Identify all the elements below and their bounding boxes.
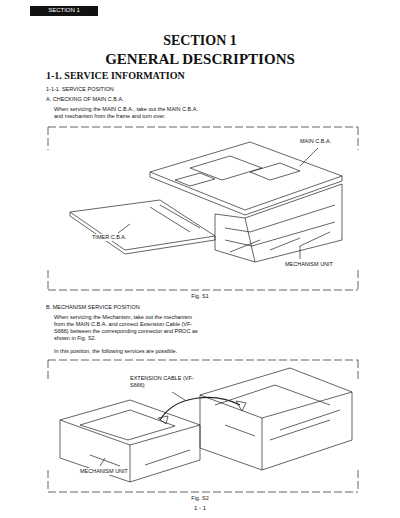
leader-line [300, 148, 318, 166]
main-board [150, 142, 342, 210]
timer-detail [150, 205, 200, 232]
item-heading: A. CHECKING OF MAIN C.B.A. [46, 96, 124, 103]
extension-cable [160, 397, 240, 420]
part-name: TIMER C.B.A. [92, 234, 127, 241]
mechanism-unit [60, 400, 200, 482]
part-name: MECHANISM UNIT [80, 468, 128, 475]
body-text: When servicing the Mechanism, take out t… [54, 314, 204, 342]
mechanism-detail [80, 410, 190, 466]
board-components [175, 156, 300, 186]
body-text: In this position, the following services… [54, 348, 234, 355]
leader-line [118, 224, 130, 233]
figure-frame [48, 127, 358, 290]
timer-board [70, 200, 215, 254]
cable-connector [158, 401, 246, 424]
item-heading: 1-1-1. SERVICE POSITION [46, 86, 114, 93]
chassis [200, 368, 352, 470]
part-name: MECHANISM UNIT [285, 261, 333, 268]
subsection-heading: 1-1. SERVICE INFORMATION [46, 70, 185, 83]
chassis-detail [215, 385, 340, 440]
section-heading: SECTION 1 [100, 32, 300, 50]
part-name: EXTENSION CABLE (VF-S666) [130, 375, 200, 389]
body-text: When servicing the MAIN C.B.A., take out… [54, 106, 204, 120]
mechanism-detail [230, 232, 330, 252]
leader-line [172, 392, 185, 400]
figure-frame [48, 360, 358, 492]
mechanism-unit [215, 184, 342, 262]
figure-caption: Fig. S2 [180, 495, 220, 502]
item-heading: B. MECHANISM SERVICE POSITION [46, 304, 140, 311]
page-number: 1 - 1 [170, 505, 230, 513]
section-tab: SECTION 1 [30, 6, 98, 16]
figure-caption: Fig. S1 [180, 293, 220, 300]
page-title: GENERAL DESCRIPTIONS [80, 50, 320, 69]
leader-line [100, 458, 105, 466]
main-board-edge [150, 172, 342, 215]
leader-line [300, 246, 301, 259]
part-name: MAIN C.B.A. [300, 138, 331, 145]
